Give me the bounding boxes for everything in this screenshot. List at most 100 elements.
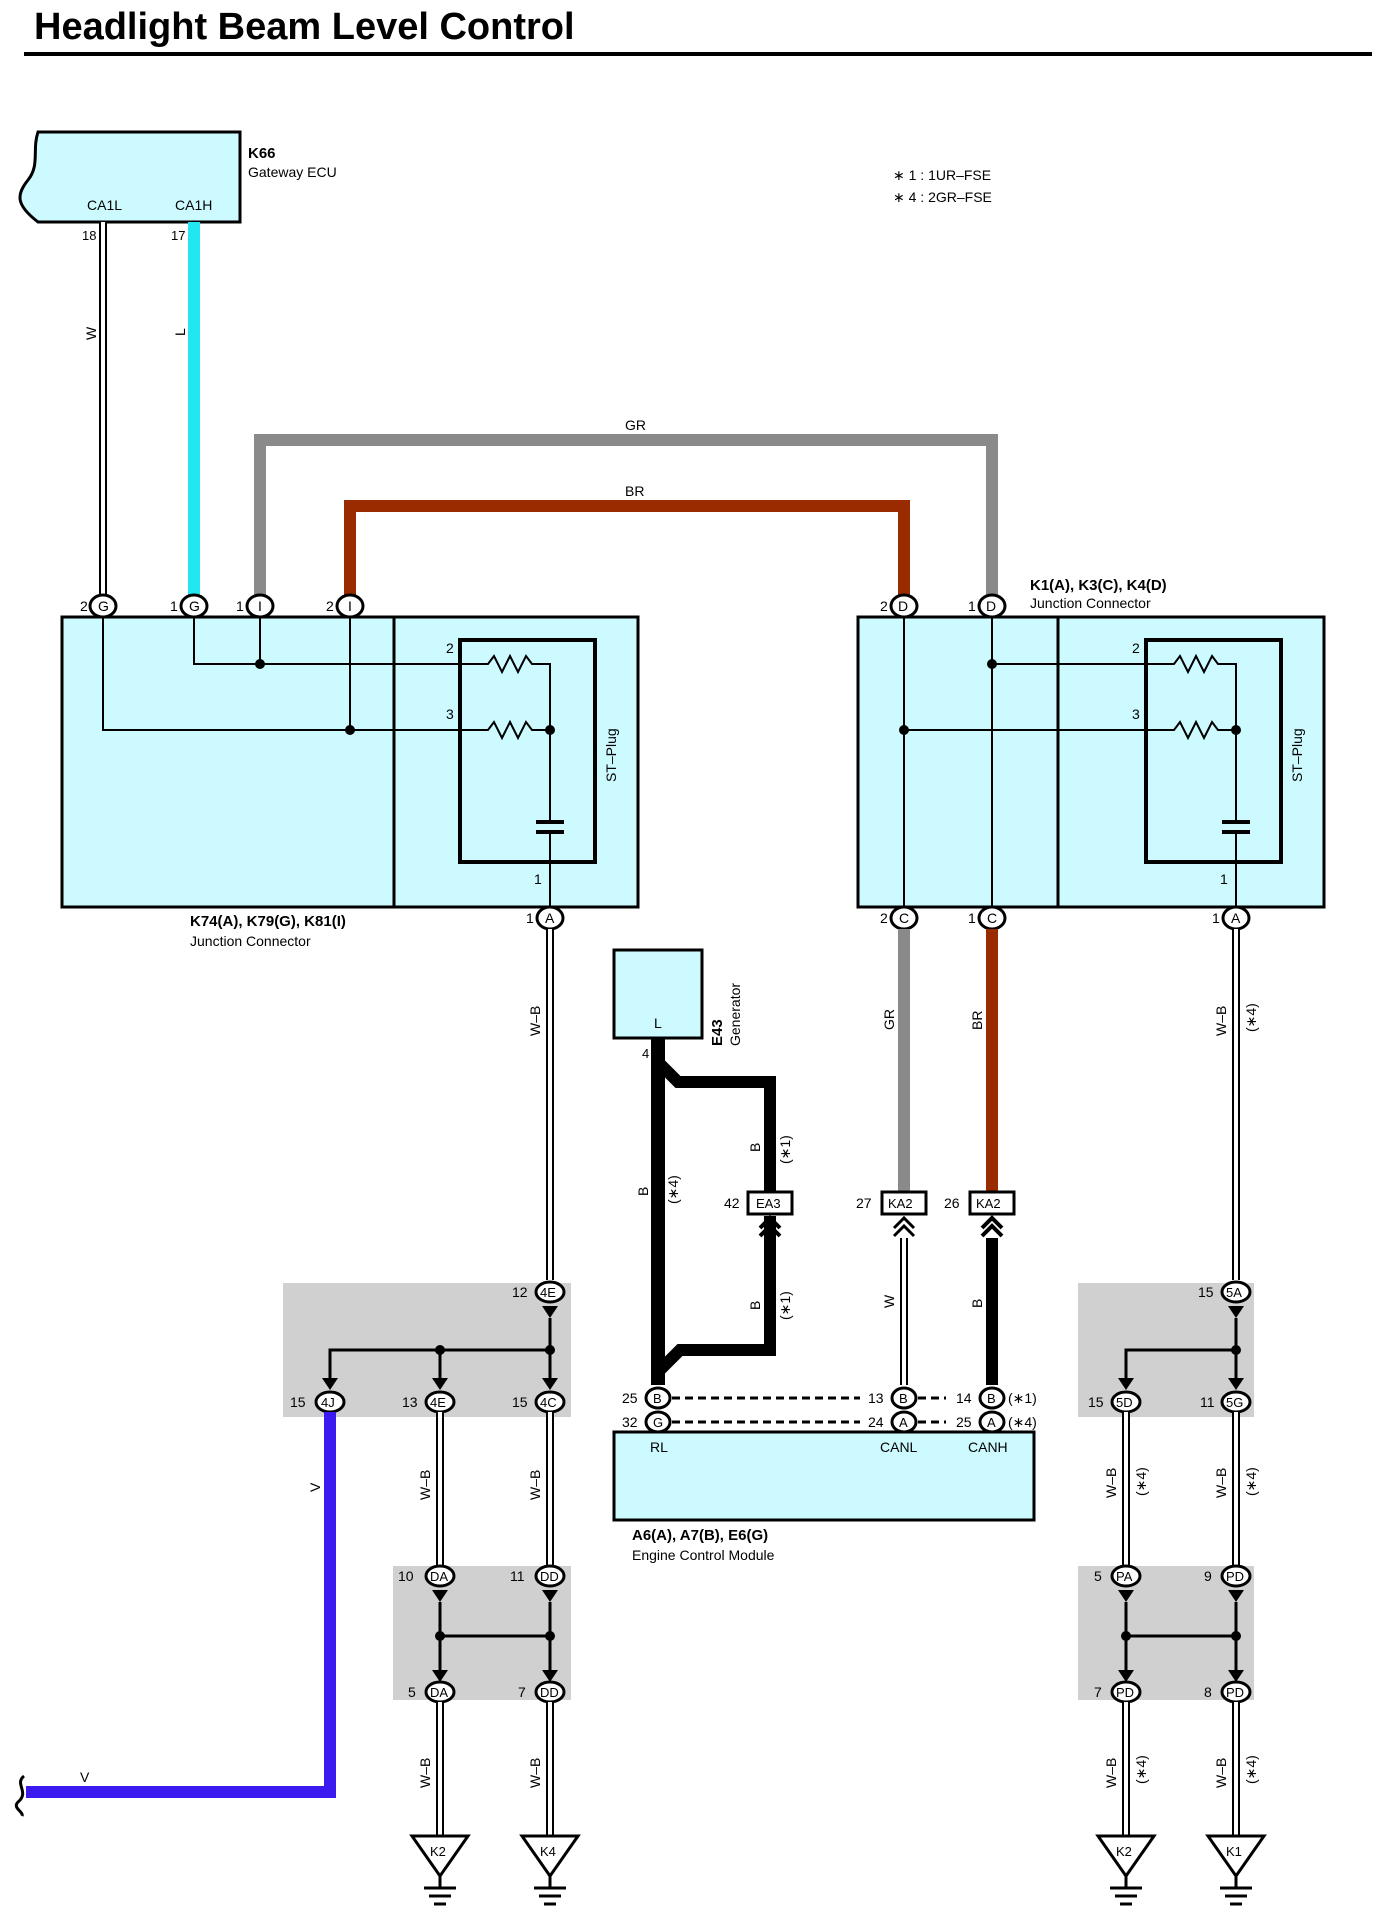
wire-wb-right-grounds: W–B (∗4) W–B (∗4) (1103, 1702, 1259, 1836)
connector-ea3: EA3 42 (724, 1190, 794, 1238)
wire-br-down: BR (969, 929, 998, 1192)
svg-text:A: A (987, 1415, 996, 1430)
svg-text:27: 27 (856, 1195, 872, 1211)
pin-jl-a1: 1 (526, 910, 534, 926)
wire-wb-left-main: W–B (527, 929, 554, 1280)
wire-wb-left-branches: W–B W–B (417, 1412, 554, 1574)
svg-text:V: V (80, 1769, 90, 1785)
svg-text:I: I (348, 598, 352, 614)
connector-ka2-right: KA2 26 (944, 1190, 1016, 1238)
svg-text:B: B (987, 1391, 996, 1406)
svg-text:25: 25 (622, 1390, 638, 1406)
pin-17: 17 (171, 228, 185, 243)
svg-text:D: D (898, 598, 908, 614)
svg-text:DA: DA (430, 1685, 448, 1700)
svg-text:(∗4): (∗4) (1133, 1467, 1149, 1496)
pin-jl-i1: 1 (236, 598, 244, 614)
svg-text:W–B: W–B (417, 1758, 433, 1788)
svg-text:W–B: W–B (1103, 1468, 1119, 1498)
svg-text:W–B: W–B (1213, 1468, 1229, 1498)
wire-b-generator: B (∗4) B (∗1) B (∗1) (635, 1038, 793, 1385)
svg-text:W–B: W–B (1103, 1758, 1119, 1788)
svg-text:15: 15 (512, 1394, 528, 1410)
svg-text:C: C (987, 910, 997, 926)
svg-text:5G: 5G (1226, 1395, 1243, 1410)
svg-text:4C: 4C (540, 1395, 557, 1410)
generator-e43: L E43 Generator 4 (612, 948, 743, 1061)
generator-name: Generator (727, 983, 743, 1046)
res-pin-3-left: 3 (446, 706, 454, 722)
svg-text:(∗4): (∗4) (1243, 1755, 1259, 1784)
ground-k4: K4 (519, 1834, 581, 1906)
svg-text:W–B: W–B (417, 1470, 433, 1500)
jc-left-code: K74(A), K79(G), K81(I) (190, 913, 346, 930)
svg-text:K1: K1 (1226, 1844, 1242, 1859)
svg-text:K2: K2 (430, 1844, 446, 1859)
svg-text:5: 5 (408, 1684, 416, 1700)
junction-block-right-lower: PA 5 PD 9 PD 7 PD 8 (1078, 1564, 1254, 1704)
wire-w-ca1l: W (83, 222, 107, 596)
svg-text:B: B (899, 1391, 908, 1406)
svg-text:8: 8 (1204, 1684, 1212, 1700)
svg-text:(∗4): (∗4) (1133, 1755, 1149, 1784)
title-rule (24, 52, 1372, 56)
junction-connector-left: 2 3 1 ST–Plug K74(A), K79(G), K81(I) Jun… (60, 615, 640, 949)
gateway-ecu: K66 Gateway ECU CA1L CA1H 18 17 (18, 130, 337, 243)
svg-text:(∗4): (∗4) (1243, 1003, 1259, 1032)
wire-br-top: BR (344, 483, 910, 596)
svg-text:12: 12 (512, 1284, 528, 1300)
svg-text:5D: 5D (1116, 1395, 1133, 1410)
svg-text:15: 15 (1088, 1394, 1104, 1410)
svg-text:26: 26 (944, 1195, 960, 1211)
junction-block-left: 4E 12 4J 15 4E 13 4C 15 (283, 1280, 571, 1417)
ground-k2-left: K2 (409, 1834, 471, 1906)
wire-gr-top: GR (254, 417, 998, 596)
svg-text:24: 24 (868, 1414, 884, 1430)
svg-text:(∗1): (∗1) (1008, 1390, 1037, 1406)
svg-text:11: 11 (510, 1568, 525, 1584)
svg-text:25: 25 (956, 1414, 972, 1430)
generator-pin-4: 4 (642, 1046, 649, 1061)
cap-pin-1-left: 1 (534, 871, 542, 887)
svg-text:G: G (189, 598, 200, 614)
svg-text:14: 14 (956, 1390, 972, 1406)
ecm-name: Engine Control Module (632, 1547, 775, 1563)
svg-text:B: B (747, 1301, 763, 1310)
svg-text:15: 15 (1198, 1284, 1214, 1300)
res-pin-2-right: 2 (1132, 640, 1140, 656)
st-plug-right: ST–Plug (1289, 728, 1305, 782)
svg-text:13: 13 (402, 1394, 418, 1410)
svg-text:10: 10 (398, 1568, 414, 1584)
wire-label-l: L (172, 328, 188, 336)
pin-jl-g1: 1 (170, 598, 178, 614)
junction-block-right: 5A 15 5D 15 5G 11 (1078, 1280, 1254, 1417)
svg-text:A: A (1231, 910, 1241, 926)
svg-text:5A: 5A (1226, 1285, 1242, 1300)
svg-text:G: G (98, 598, 109, 614)
svg-text:(∗4): (∗4) (1008, 1414, 1037, 1430)
svg-text:W–B: W–B (527, 1006, 543, 1036)
wire-b-canh: B (969, 1238, 998, 1385)
svg-text:7: 7 (518, 1684, 526, 1700)
svg-text:DD: DD (540, 1685, 559, 1700)
pin-jr-a1: 1 (1212, 910, 1220, 926)
svg-text:PA: PA (1116, 1569, 1133, 1584)
svg-text:G: G (653, 1415, 663, 1430)
svg-text:W–B: W–B (1213, 1758, 1229, 1788)
svg-text:DD: DD (540, 1569, 559, 1584)
svg-text:PD: PD (1226, 1685, 1244, 1700)
svg-text:(∗1): (∗1) (777, 1135, 793, 1164)
pin-ca1h-label: CA1H (175, 197, 212, 213)
wire-l-ca1h: L (172, 222, 200, 596)
pin-jl-g2: 2 (80, 598, 88, 614)
svg-text:KA2: KA2 (888, 1196, 913, 1211)
svg-text:V: V (307, 1482, 323, 1492)
svg-text:K2: K2 (1116, 1844, 1132, 1859)
junction-connector-right: 2 3 1 ST–Plug K1(A), K3(C), K4(D) Juncti… (856, 577, 1326, 909)
svg-text:B: B (969, 1299, 985, 1308)
wire-w-canl: W (881, 1238, 908, 1385)
svg-text:13: 13 (868, 1390, 884, 1406)
svg-text:PD: PD (1226, 1569, 1244, 1584)
svg-text:7: 7 (1094, 1684, 1102, 1700)
